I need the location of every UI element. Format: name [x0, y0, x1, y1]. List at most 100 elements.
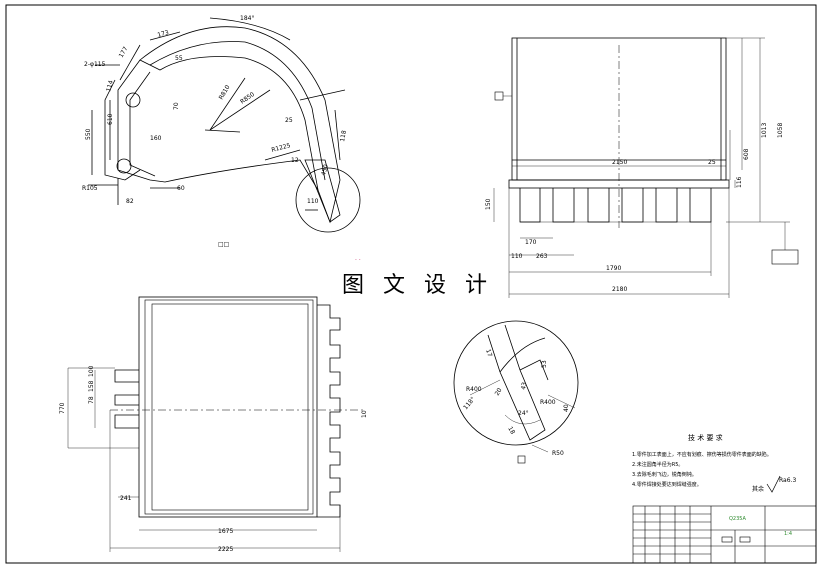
tech-item-3: 3.去除毛刺飞边，锐角倒钝。 — [632, 471, 697, 478]
watermark-bg — [334, 268, 482, 298]
dim-label-158: 158 — [88, 380, 95, 392]
dim-label-hole: 2-φ115 — [84, 61, 106, 68]
plan-mid — [144, 299, 314, 515]
dim-line-r400b — [547, 394, 576, 409]
detail-tip — [519, 359, 549, 381]
front-teeth — [519, 188, 712, 223]
dim-label-25: 25 — [285, 117, 293, 124]
bucket-back-plate — [117, 59, 319, 191]
dim-label-24deg: 24° — [518, 410, 529, 417]
dim-label-1675: 1675 — [218, 528, 233, 535]
dim-label-r400b: R400 — [540, 399, 556, 406]
front-symbol-box — [494, 91, 504, 101]
dim-label-60: 60 — [177, 185, 185, 192]
dim-label-53: 53 — [541, 360, 548, 368]
dim-label-r810: R810 — [218, 84, 232, 101]
tech-title: 技 术 要 求 — [688, 433, 723, 442]
watermark-accent: · · — [355, 257, 361, 264]
plan-teeth-right — [317, 304, 341, 518]
dim-label-2180: 2180 — [612, 286, 627, 293]
front-view — [493, 37, 799, 298]
dim-label-118deg: 118° — [462, 396, 477, 412]
dim-label-263: 263 — [536, 253, 548, 260]
dim-label-70: 70 — [173, 102, 180, 110]
front-symbol-box-right — [771, 249, 799, 265]
dim-label-r50: R50 — [552, 450, 564, 457]
dim-label-55: 55 — [175, 55, 183, 62]
roughness-value: Ra6.3 — [779, 477, 796, 484]
dim-line-r50 — [531, 444, 549, 453]
dim-label-610: 610 — [107, 113, 114, 125]
bucket-outer-shell — [139, 26, 341, 224]
roughness-symbol-icon — [766, 475, 781, 493]
tb-cell-box-a — [721, 536, 733, 543]
detail-view-labels: R400 R400 53 43 20 118° 18 24° 40 R50 17 — [462, 348, 570, 457]
tech-item-1: 1.零件加工表面上，不应有划痕、擦伤等损伤零件表面的缺陷。 — [632, 451, 772, 458]
plan-outer — [138, 296, 318, 518]
dim-label-118: 118 — [339, 130, 348, 143]
dim-label-1058: 1058 — [777, 123, 784, 138]
radius-ref — [204, 129, 241, 133]
tech-item-2: 2.未注圆角半径为R5。 — [632, 461, 683, 468]
tech-requirements: 技 术 要 求 1.零件加工表面上，不应有划痕、擦伤等损伤零件表面的缺陷。 2.… — [632, 433, 796, 493]
dim-label-1790: 1790 — [606, 265, 621, 272]
dim-label-177: 177 — [118, 45, 130, 59]
dim-label-25-front: 25 — [708, 159, 716, 166]
dim-label-770: 770 — [59, 402, 66, 414]
title-block-material: Q235A — [729, 516, 746, 522]
dim-label-r850: R850 — [239, 91, 256, 106]
bucket-side-plate — [129, 71, 156, 177]
front-view-labels: 2150 25 608 1013 1058 116 150 170 110 26… — [485, 123, 784, 293]
dim-label-82: 82 — [126, 198, 134, 205]
dim-label-150: 150 — [485, 198, 492, 210]
dim-line-118 — [334, 109, 341, 161]
dim-label-110: 110 — [307, 198, 319, 205]
dim-label-r1225: R1225 — [271, 142, 292, 154]
dim-label-17: 17 — [484, 348, 493, 358]
dim-label-608: 608 — [743, 148, 750, 160]
plan-view-labels: 100 158 78 770 241 1675 2225 10 — [59, 365, 368, 553]
dim-label-110: 110 — [511, 253, 523, 260]
dim-label-116: 116 — [736, 176, 743, 188]
dim-line-r400a — [469, 379, 501, 396]
dim-label-241: 241 — [120, 495, 132, 502]
dim-label-20: 20 — [494, 387, 504, 397]
radius-line-850 — [209, 89, 271, 131]
pin-hole-upper — [125, 92, 141, 108]
dim-label-184: 184° — [240, 15, 254, 22]
detail-symbol-box — [517, 455, 526, 464]
side-view — [88, 17, 361, 233]
bucket-tooth — [304, 159, 341, 223]
dim-label-173: 173 — [157, 29, 170, 39]
dim-label-2225: 2225 — [218, 546, 233, 553]
dim-label-1013: 1013 — [761, 123, 768, 138]
tb-cell-box-b — [739, 536, 751, 543]
detail-circle — [295, 167, 361, 233]
dim-arc-24 — [504, 414, 541, 425]
drawing-frame — [5, 4, 817, 564]
dim-label-12: 12 — [291, 157, 299, 164]
dim-label-40: 40 — [563, 404, 570, 412]
dim-label-550: 550 — [85, 128, 92, 140]
dim-line-177 — [119, 44, 141, 81]
plan-teeth-left — [114, 369, 139, 429]
detail-arc-r400 — [499, 337, 546, 373]
dim-label-10: 10 — [361, 410, 368, 418]
radius-line-810 — [209, 77, 246, 131]
plan-view — [67, 296, 365, 552]
dim-label-r105: R105 — [82, 185, 98, 192]
dim-label-2150: 2150 — [612, 159, 627, 166]
dim-arc-184 — [209, 17, 291, 41]
view-label: □□ — [218, 241, 229, 248]
watermark-text: 图 文 设 计 — [342, 273, 493, 298]
dim-label-18: 18 — [506, 426, 516, 436]
side-view-labels: 2-φ115 177 173 184° 55 114 610 70 160 R8… — [82, 15, 348, 248]
detail-tooth — [487, 324, 546, 441]
pin-hole-lower — [116, 158, 132, 174]
hinge-ear — [104, 79, 141, 181]
dim-label-160: 160 — [150, 135, 162, 142]
dim-label-78: 78 — [88, 396, 95, 404]
dim-label-170: 170 — [525, 239, 537, 246]
